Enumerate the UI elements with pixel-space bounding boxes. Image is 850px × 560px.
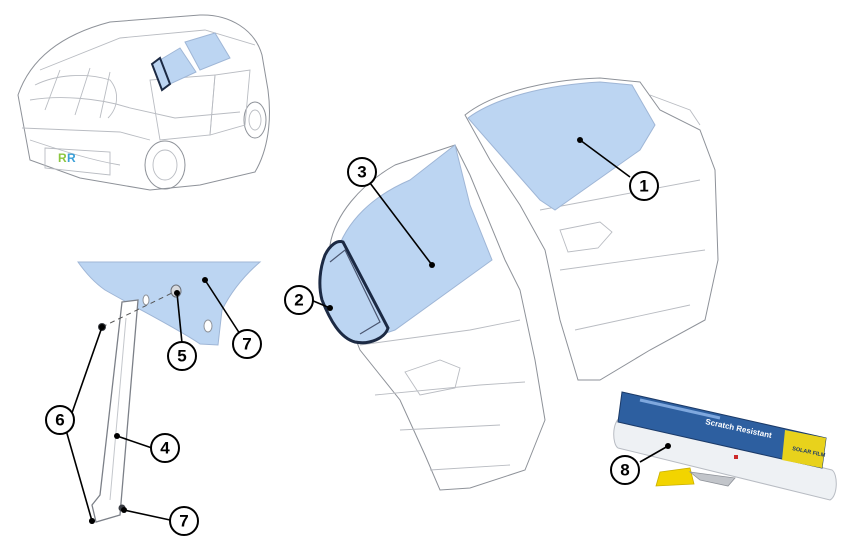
callout-6-label: 6 (55, 411, 64, 430)
front-door-glass (467, 81, 656, 211)
callout-3: 3 (347, 157, 377, 187)
callout-7-bottom: 7 (169, 506, 199, 536)
callout-7-top: 7 (232, 329, 262, 359)
glass-section-detail (77, 261, 262, 346)
callout-6: 6 (45, 405, 75, 435)
svg-text:R: R (67, 151, 76, 165)
callout-2: 2 (284, 285, 314, 315)
callout-5-label: 5 (177, 347, 186, 366)
callout-3-label: 3 (357, 163, 366, 182)
rear-quarter-glass (318, 240, 390, 345)
front-door-assembly (464, 77, 719, 381)
callout-1-label: 1 (639, 177, 648, 196)
tint-film-kit: Scratch Resistant SOLAR FILM (613, 391, 837, 501)
callout-8: 8 (610, 455, 640, 485)
callout-4-label: 4 (160, 439, 170, 458)
callout-4: 4 (150, 433, 180, 463)
window-guide-detail (77, 261, 262, 524)
svg-text:R: R (58, 151, 67, 165)
callout-7-top-label: 7 (242, 335, 251, 354)
callout-2-label: 2 (294, 291, 303, 310)
cutter-knife (688, 471, 736, 487)
callout-1: 1 (629, 171, 659, 201)
callout-8-label: 8 (620, 461, 629, 480)
window-guide-rail (91, 299, 139, 523)
callout-7-bottom-label: 7 (179, 512, 188, 531)
callout-5: 5 (167, 341, 197, 371)
squeegee (655, 467, 695, 487)
car-overview-illustration: R R (17, 14, 270, 191)
rear-door-assembly (318, 144, 546, 491)
